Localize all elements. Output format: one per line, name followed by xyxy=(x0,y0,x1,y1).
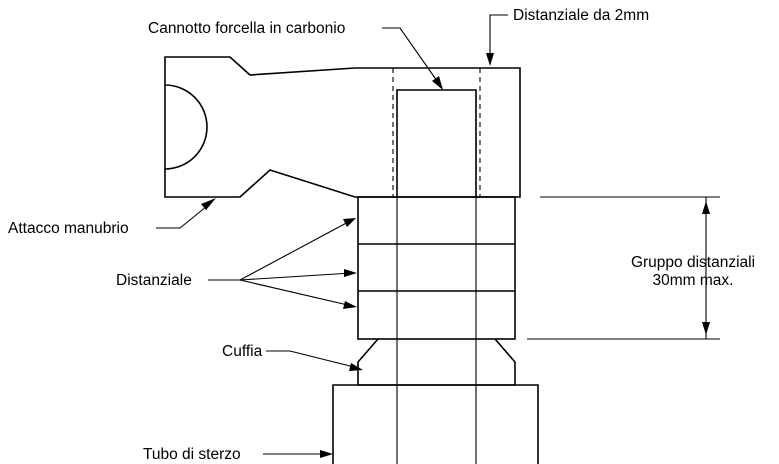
steerer-hidden-lines xyxy=(392,68,481,197)
label-spacer: Distanziale xyxy=(116,218,357,309)
svg-text:Attacco manubrio: Attacco manubrio xyxy=(8,220,129,237)
svg-text:Tubo di sterzo: Tubo di sterzo xyxy=(143,446,241,463)
carbon-steerer-top xyxy=(396,89,477,197)
label-cap: Cuffia xyxy=(222,343,363,371)
svg-text:Cannotto forcella in carbonio: Cannotto forcella in carbonio xyxy=(148,20,345,37)
svg-text:Distanziale da 2mm: Distanziale da 2mm xyxy=(513,7,649,24)
stem-body xyxy=(164,56,521,198)
spacer-group-dimension xyxy=(527,196,720,340)
svg-text:Cuffia: Cuffia xyxy=(222,343,263,360)
steerer-inner-lines xyxy=(396,197,477,464)
svg-text:30mm max.: 30mm max. xyxy=(653,272,734,289)
svg-text:Gruppo distanziali: Gruppo distanziali xyxy=(631,254,755,271)
steerer-tube xyxy=(332,384,539,464)
label-steerer-tube: Tubo di sterzo xyxy=(143,446,333,463)
label-spacer-2mm: Distanziale da 2mm xyxy=(486,7,649,66)
spacer-stack xyxy=(357,196,516,340)
svg-text:Distanziale: Distanziale xyxy=(116,272,192,289)
label-stem: Attacco manubrio xyxy=(8,198,216,237)
label-carbon-steerer: Cannotto forcella in carbonio xyxy=(148,20,443,90)
label-spacer-group: Gruppo distanziali 30mm max. xyxy=(631,254,755,289)
headset-cap xyxy=(357,338,516,386)
